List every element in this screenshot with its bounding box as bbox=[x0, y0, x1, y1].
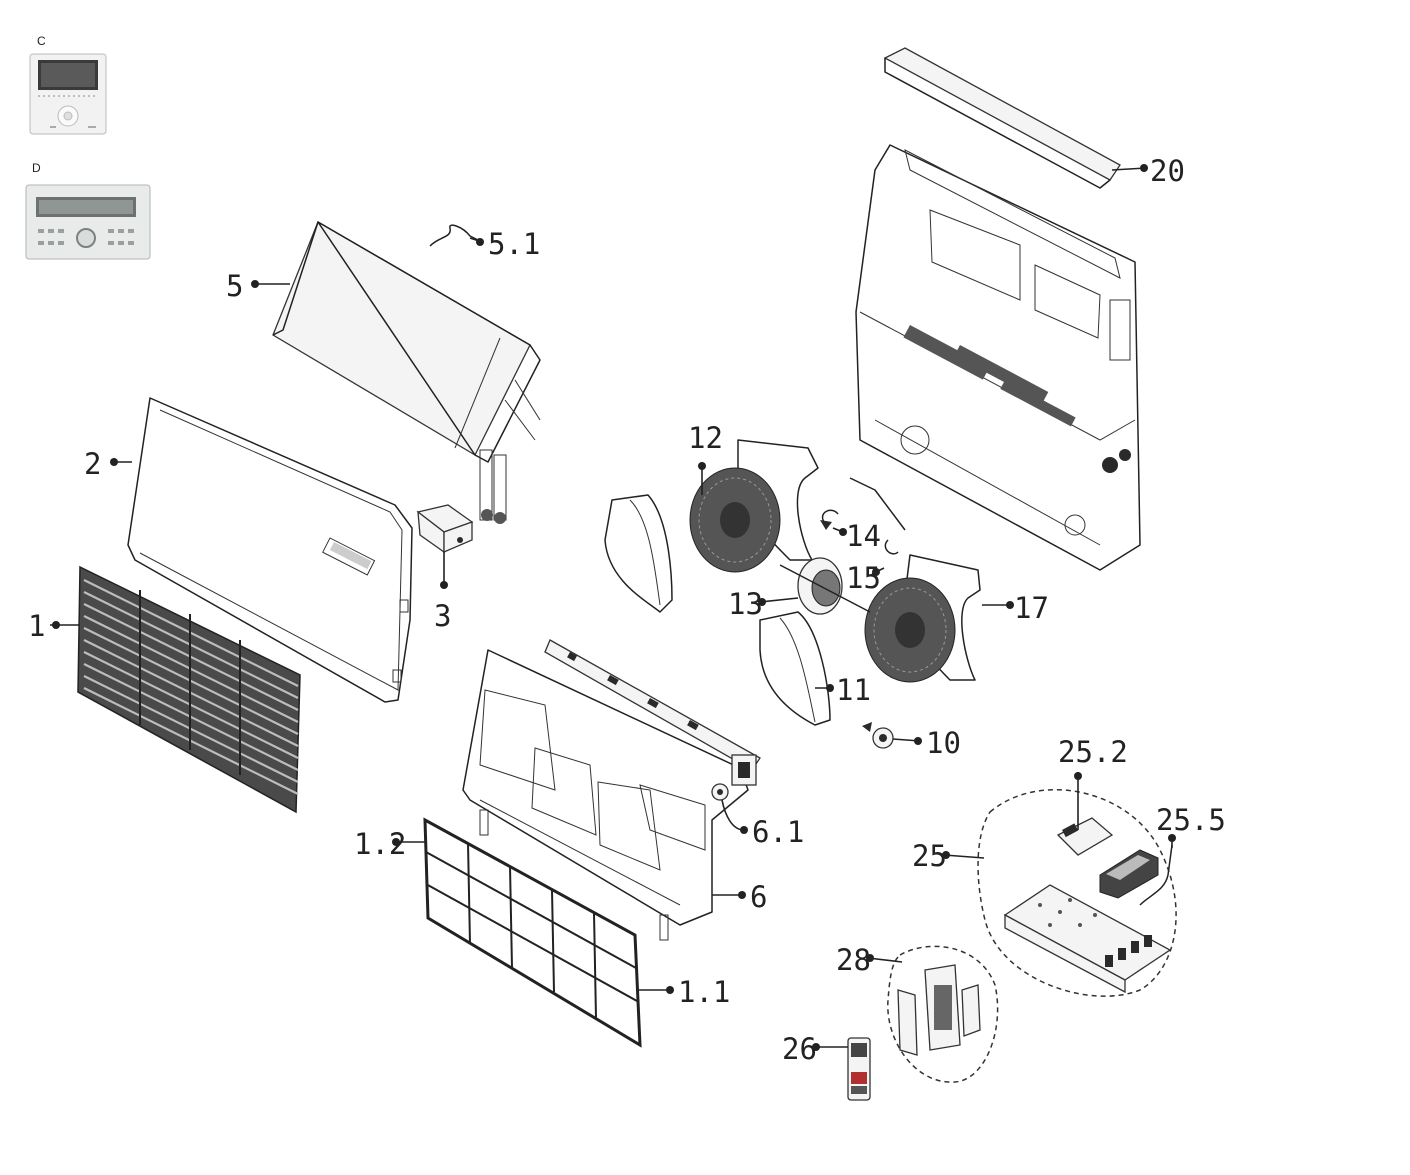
controller-d-letter: D bbox=[32, 161, 41, 175]
label-part-1: 1 bbox=[28, 609, 45, 643]
part-1-front-grille bbox=[77, 565, 301, 814]
part-28-group bbox=[887, 945, 999, 1083]
label-part-1-1: 1.1 bbox=[678, 975, 730, 1009]
label-part-25: 25 bbox=[912, 839, 947, 873]
part-1-1-filter bbox=[423, 817, 642, 1048]
leader-dot bbox=[942, 851, 950, 859]
leader-dot bbox=[1168, 834, 1176, 842]
leader-dot bbox=[440, 581, 448, 589]
controller-c-image bbox=[29, 53, 107, 135]
label-part-1-2: 1.2 bbox=[354, 827, 406, 861]
part-25-control-group bbox=[977, 789, 1177, 997]
leader-dot bbox=[392, 838, 400, 846]
leader-dot bbox=[110, 458, 118, 466]
label-part-2: 2 bbox=[84, 447, 101, 481]
leader-line bbox=[759, 597, 799, 603]
leader-dot bbox=[666, 986, 674, 994]
controller-c-letter: C bbox=[37, 34, 46, 48]
callout-labels: 1 1.1 1.2 2 3 5 5.1 bbox=[28, 154, 1226, 1066]
part-2-front-panel bbox=[127, 397, 413, 703]
leader-dot bbox=[52, 621, 60, 629]
label-part-15: 15 bbox=[846, 561, 881, 595]
leader-dot bbox=[1140, 164, 1148, 172]
leader-dot bbox=[251, 280, 259, 288]
leader-dot bbox=[839, 528, 847, 536]
leader-dot bbox=[740, 826, 748, 834]
label-part-20: 20 bbox=[1150, 154, 1185, 188]
part-15-clip bbox=[849, 477, 906, 555]
label-part-5: 5 bbox=[226, 269, 243, 303]
leader-dot bbox=[738, 891, 746, 899]
label-part-17: 17 bbox=[1014, 591, 1049, 625]
leader-line bbox=[943, 854, 985, 859]
leader-dot bbox=[812, 1043, 820, 1051]
leader-dot bbox=[1074, 772, 1082, 780]
label-part-3: 3 bbox=[434, 599, 451, 633]
label-part-6: 6 bbox=[750, 880, 767, 914]
part-6-1-fitting bbox=[711, 783, 729, 801]
label-part-13: 13 bbox=[728, 587, 763, 621]
leader-dot bbox=[914, 737, 922, 745]
label-part-12: 12 bbox=[688, 421, 723, 455]
leader-line bbox=[721, 799, 745, 831]
label-part-25-5: 25.5 bbox=[1156, 803, 1226, 837]
label-part-5-1: 5.1 bbox=[488, 227, 540, 261]
leader-dot bbox=[476, 238, 484, 246]
part-14-clip bbox=[820, 509, 839, 530]
leader-dot bbox=[698, 462, 706, 470]
label-part-25-2: 25.2 bbox=[1058, 735, 1128, 769]
part-5-1-cable bbox=[429, 224, 479, 247]
leader-dot bbox=[826, 684, 834, 692]
part-12-blower-wheel bbox=[689, 467, 956, 683]
label-part-28: 28 bbox=[836, 943, 871, 977]
part-11-fan-housing-lower bbox=[604, 494, 831, 726]
part-6-top-rail bbox=[544, 639, 761, 786]
part-20-top-cover bbox=[883, 47, 1121, 189]
label-part-14: 14 bbox=[846, 519, 881, 553]
main-chassis bbox=[855, 144, 1141, 571]
part-26-remote bbox=[847, 1037, 871, 1101]
controller-d-image bbox=[25, 184, 151, 260]
leader-dot bbox=[1006, 601, 1014, 609]
part-10-bearing bbox=[862, 722, 894, 749]
part-13-fan-motor bbox=[779, 557, 871, 615]
label-part-26: 26 bbox=[782, 1032, 817, 1066]
label-part-6-1: 6.1 bbox=[752, 815, 804, 849]
leader-dot bbox=[872, 568, 880, 576]
leader-dot bbox=[758, 598, 766, 606]
part-5-top-panel bbox=[272, 221, 541, 524]
part-3-display-box bbox=[416, 504, 474, 554]
label-part-10: 10 bbox=[926, 726, 961, 760]
leader-dot bbox=[866, 954, 874, 962]
label-part-11: 11 bbox=[836, 673, 871, 707]
